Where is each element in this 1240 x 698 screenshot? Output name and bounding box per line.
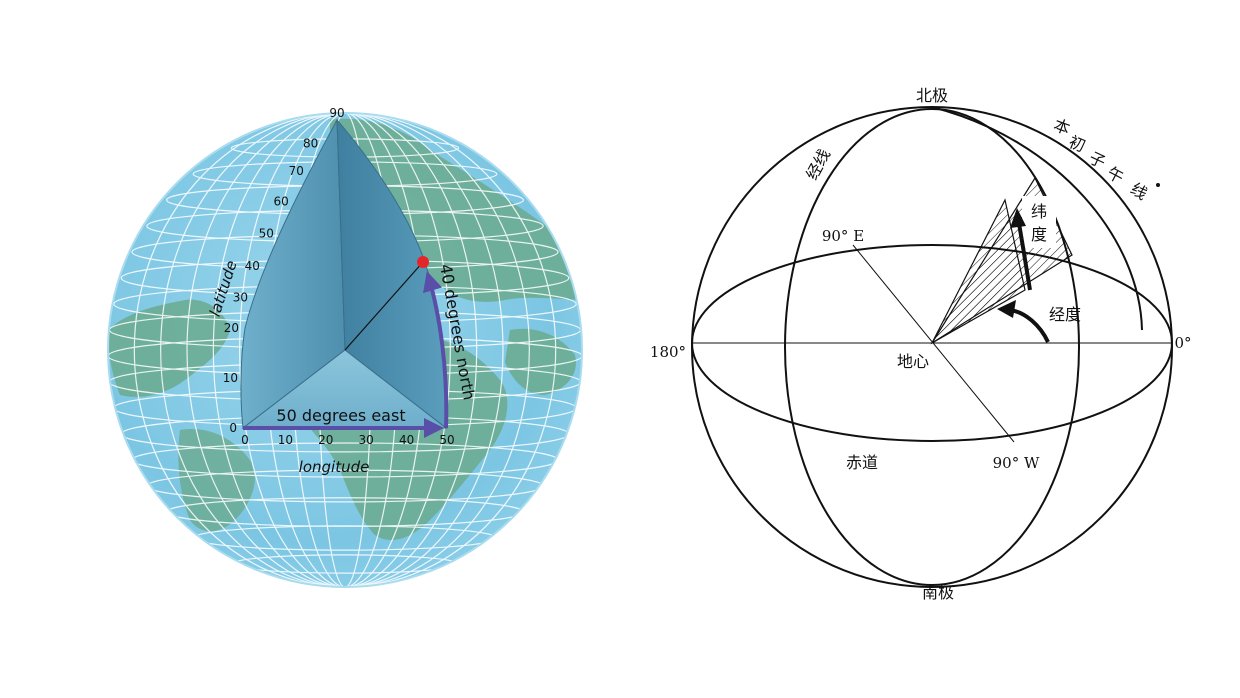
latitude-tick-label: 0 <box>229 421 237 435</box>
prime-meridian-arc <box>931 106 1143 331</box>
longitude-arrowhead <box>997 300 1016 318</box>
wedge-left-face <box>240 118 346 429</box>
latitude-ticks: 0 10 20 30 40 50 60 70 80 90 <box>223 106 345 435</box>
latitude-tick-label: 70 <box>289 164 304 178</box>
east-label: 50 degrees east <box>276 406 405 425</box>
meridian-ellipse <box>784 108 1080 586</box>
latitude-tick-label: 10 <box>223 371 238 385</box>
equator-label: 赤道 <box>846 453 878 472</box>
longitude-title: longitude <box>299 458 370 476</box>
longitude-tick-label: 0 <box>241 433 249 447</box>
latitude-tick-label: 20 <box>224 321 239 335</box>
latitude-tick-label: 30 <box>233 291 248 305</box>
longitude-tick-label: 10 <box>278 433 293 447</box>
west-90-label: 90° W <box>993 454 1040 472</box>
longitude-tick-label: 20 <box>318 433 333 447</box>
location-point <box>417 256 429 268</box>
prime-dot <box>1156 183 1160 187</box>
deg-0-label: 0° <box>1174 334 1191 352</box>
south-pole-label: 南极 <box>922 583 954 602</box>
prime-meridian-char-3: 子 <box>1086 148 1109 172</box>
east-90-label: 90° E <box>822 227 864 245</box>
longitude-label: 经度 <box>1049 305 1081 324</box>
prime-meridian-char-5: 线 <box>1127 179 1151 204</box>
latitude-tick-label: 90 <box>329 106 344 120</box>
left-globe: 0 10 20 30 40 50 0 10 20 30 40 50 60 70 80 90 longitud… <box>107 106 583 588</box>
prime-meridian-char-2: 初 <box>1066 132 1088 156</box>
latitude-tick-label: 40 <box>245 259 260 273</box>
prime-meridian-label: 本 初 子 午 线 <box>1051 115 1151 203</box>
land-arabia <box>505 328 576 395</box>
meridian-line <box>133 113 557 587</box>
latitude-label-box <box>1022 196 1056 248</box>
longitude-arc-arrow <box>1009 308 1050 343</box>
latitude-char-2: 度 <box>1031 225 1047 244</box>
longitude-tick-label: 50 <box>439 433 454 447</box>
prime-meridian-char-1: 本 <box>1051 115 1073 138</box>
meridian-line <box>160 113 530 587</box>
axis-90e-90w <box>852 244 1015 443</box>
longitude-tick-label: 30 <box>359 433 374 447</box>
right-diagram <box>691 106 1173 588</box>
latitude-tick-label: 50 <box>259 226 274 240</box>
land-south-america <box>178 429 255 532</box>
meridian-line <box>239 113 451 587</box>
latitude-arrow <box>423 271 449 429</box>
globe-rim <box>107 112 583 588</box>
center-label: 地心 <box>897 352 929 371</box>
latitude-tick-label: 80 <box>303 137 318 151</box>
longitude-ticks: 0 10 20 30 40 50 <box>241 433 454 447</box>
deg-180-label: 180° <box>650 343 686 361</box>
meridian-line <box>212 113 478 587</box>
latitude-tick-label: 60 <box>274 194 289 208</box>
prime-meridian-char-4: 午 <box>1104 163 1127 187</box>
outer-sphere <box>691 106 1173 588</box>
latitude-wedge <box>930 198 1026 345</box>
latitude-char-1: 纬 <box>1031 202 1047 221</box>
longitude-tick-label: 40 <box>399 433 414 447</box>
meridian-line <box>186 113 504 587</box>
north-pole-label: 北极 <box>916 86 948 105</box>
latitude-arrowhead <box>1010 208 1026 228</box>
radius-line <box>344 261 424 351</box>
right-labels: 北极 南极 90° E 90° W 180° 0° 地心 赤道 纬 度 经度 经… <box>650 86 1192 602</box>
